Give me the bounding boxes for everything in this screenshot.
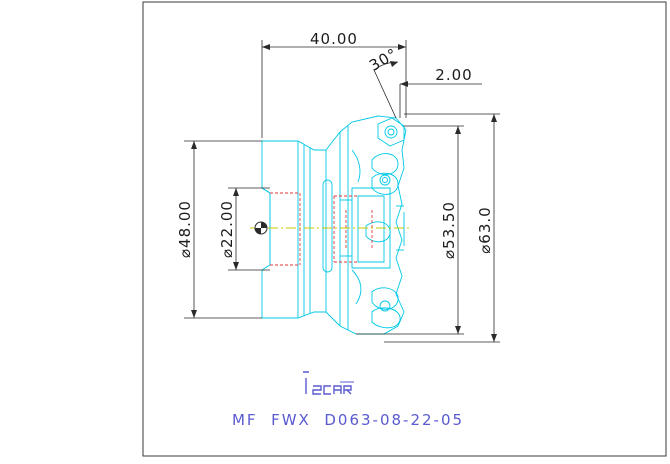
offset-dimension: 2.00 xyxy=(435,66,472,84)
length-dimension: 40.00 xyxy=(310,30,358,48)
product-designation: MF FWX D063-08-22-05 xyxy=(232,411,464,429)
tool-body xyxy=(261,115,407,335)
body-diameter-dimension: ⌀53.50 xyxy=(440,201,458,259)
angle-dimension: 30° xyxy=(366,44,401,74)
iscar-logo xyxy=(303,371,354,395)
coolant-hole-symbol xyxy=(254,221,268,235)
hidden-lines xyxy=(270,192,373,266)
dimension-lines xyxy=(184,40,500,343)
dimension-arrows xyxy=(191,44,497,342)
iscar-logo-text: iscar xyxy=(330,398,333,401)
hub-diameter-dimension: ⌀48.00 xyxy=(176,200,194,258)
cutting-diameter-dimension: ⌀63.0 xyxy=(476,206,494,253)
bore-diameter-dimension: ⌀22.00 xyxy=(218,200,236,258)
drawing-frame xyxy=(142,1,667,457)
